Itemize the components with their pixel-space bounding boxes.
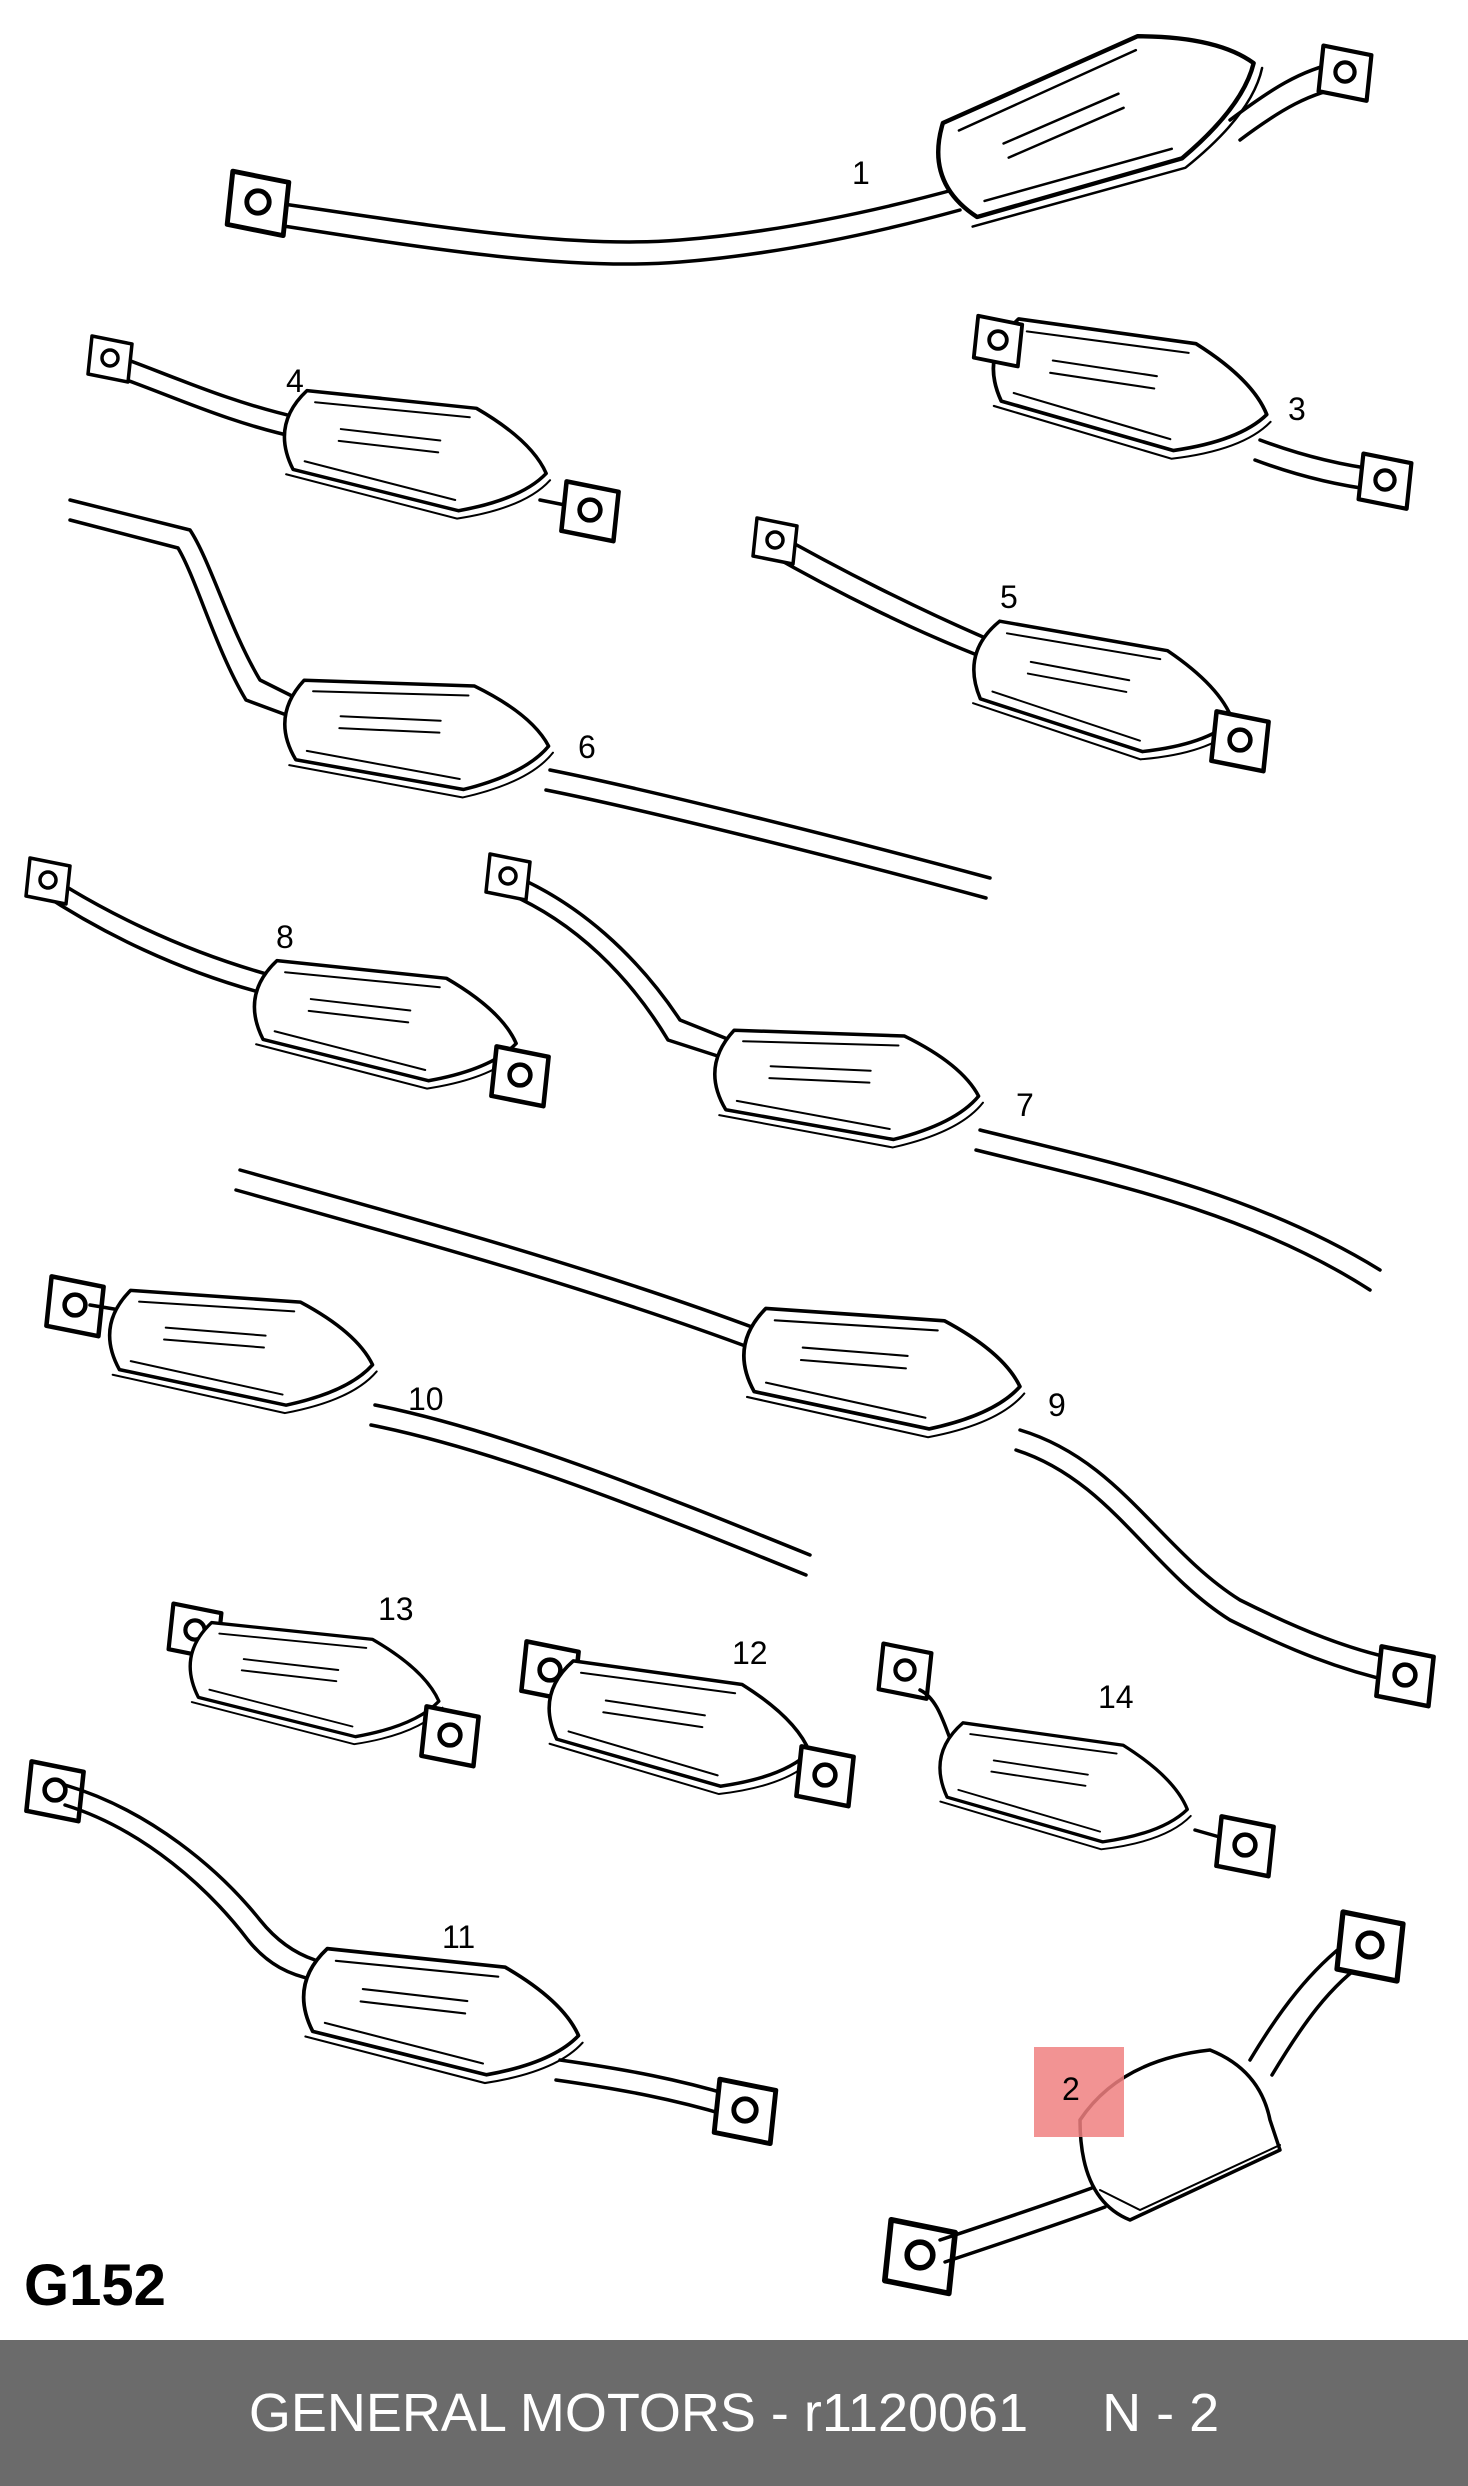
part-label-14: 14	[1098, 1679, 1134, 1715]
part-label-6: 6	[578, 729, 596, 765]
part-label-10: 10	[408, 1381, 444, 1417]
part-label-5: 5	[1000, 579, 1018, 615]
part-label-4: 4	[286, 363, 304, 399]
part-label-1: 1	[852, 155, 870, 191]
footer-brand-part-number: GENERAL MOTORS - r1120061	[248, 2383, 1029, 2443]
part-14-catalytic-converter[interactable]	[879, 1644, 1274, 1877]
part-6-catalytic-converter[interactable]	[68, 498, 992, 900]
part-label-12: 12	[732, 1635, 768, 1671]
exhaust-parts-diagram: 1 2 3 4 5 6 7 8 9 10 11 12 13 14	[0, 0, 1468, 2340]
part-8-catalytic-converter[interactable]	[24, 856, 549, 1106]
part-label-2: 2	[1062, 2071, 1080, 2107]
part-label-7: 7	[1016, 1087, 1034, 1123]
footer-position: N - 2	[1102, 2383, 1220, 2443]
part-label-3: 3	[1288, 391, 1306, 427]
part-11-catalytic-converter[interactable]	[26, 1761, 775, 2143]
part-9-catalytic-converter[interactable]	[234, 1168, 1434, 1706]
part-3-catalytic-converter[interactable]	[971, 301, 1412, 508]
part-2-catalytic-converter[interactable]	[885, 1912, 1403, 2293]
part-label-11: 11	[442, 1919, 475, 1955]
footer-bar: GENERAL MOTORS - r1120061 N - 2	[0, 2340, 1468, 2486]
part-label-9: 9	[1048, 1387, 1066, 1423]
part-12-catalytic-converter[interactable]	[521, 1641, 853, 1814]
diagram-code: G152	[24, 2253, 166, 2318]
highlight-box	[1034, 2047, 1124, 2137]
part-label-8: 8	[276, 919, 294, 955]
part-1-catalytic-converter[interactable]	[227, 0, 1371, 266]
part-7-catalytic-converter[interactable]	[484, 852, 1382, 1292]
part-4-catalytic-converter[interactable]	[86, 334, 619, 541]
part-5-catalytic-converter[interactable]	[751, 516, 1269, 782]
part-13-catalytic-converter[interactable]	[169, 1604, 479, 1767]
part-label-13: 13	[378, 1591, 414, 1627]
part-10-catalytic-converter[interactable]	[46, 1276, 812, 1577]
